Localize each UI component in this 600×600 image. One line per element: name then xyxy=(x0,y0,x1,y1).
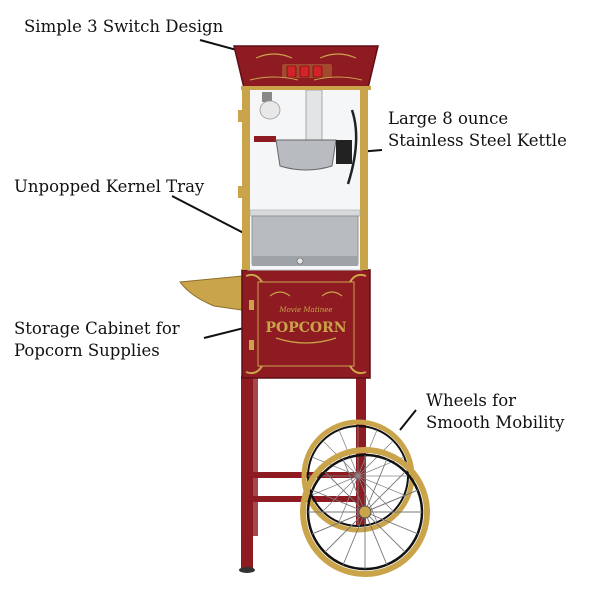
heat-lamp xyxy=(259,100,281,120)
callout-switch-design: Simple 3 Switch Design xyxy=(24,16,223,38)
glass-shelf xyxy=(249,209,361,217)
kettle-shaft xyxy=(305,89,323,141)
side-shelf xyxy=(179,275,243,311)
back-left-leg xyxy=(252,376,258,536)
stainless-steel-kettle xyxy=(275,139,337,171)
cabinet-hinge-top xyxy=(249,300,254,310)
callout-wheels: Wheels for Smooth Mobility xyxy=(426,390,565,434)
right-corner-post xyxy=(360,86,368,270)
callout-wheels-line1: Wheels for xyxy=(426,391,517,410)
callout-cabinet-line2: Popcorn Supplies xyxy=(14,341,160,360)
kettle-handle xyxy=(254,136,276,142)
cabinet-hinge-bottom xyxy=(249,340,254,350)
callout-kettle-line1: Large 8 ounce xyxy=(388,109,509,128)
kernel-tray-knob xyxy=(296,257,304,265)
callout-switch-line1: Simple 3 Switch Design xyxy=(24,17,224,36)
switch-1 xyxy=(286,65,297,78)
power-cord xyxy=(346,109,358,185)
switch-2 xyxy=(299,65,310,78)
front-wheel xyxy=(300,447,430,577)
callout-storage-cabinet: Storage Cabinet for Popcorn Supplies xyxy=(14,318,180,362)
cabinet-logo-big: POPCORN xyxy=(265,320,346,336)
lamp-mount xyxy=(262,92,272,102)
glass-cabinet xyxy=(238,85,368,271)
storage-cabinet: Movie Matinee POPCORN xyxy=(241,269,371,379)
left-corner-post xyxy=(242,86,250,270)
kettle-motor xyxy=(336,140,352,164)
kernel-tray-front xyxy=(252,256,358,266)
machine-roof xyxy=(233,45,379,90)
roof-trim xyxy=(241,86,371,90)
kettle-assembly xyxy=(254,89,358,185)
callout-kettle-line2: Stainless Steel Kettle xyxy=(388,131,567,150)
callout-kernel-tray: Unpopped Kernel Tray xyxy=(14,176,204,198)
callout-tray-line1: Unpopped Kernel Tray xyxy=(14,177,205,196)
cabinet-logo-small: Movie Matinee xyxy=(278,306,332,314)
wheel-hub xyxy=(358,505,372,519)
leg-foot xyxy=(239,567,255,573)
switch-3 xyxy=(312,65,323,78)
callout-kettle: Large 8 ounce Stainless Steel Kettle xyxy=(388,108,567,152)
callout-wheels-line2: Smooth Mobility xyxy=(426,413,565,432)
leader-line-wheels xyxy=(399,409,417,431)
callout-cabinet-line1: Storage Cabinet for xyxy=(14,319,180,338)
